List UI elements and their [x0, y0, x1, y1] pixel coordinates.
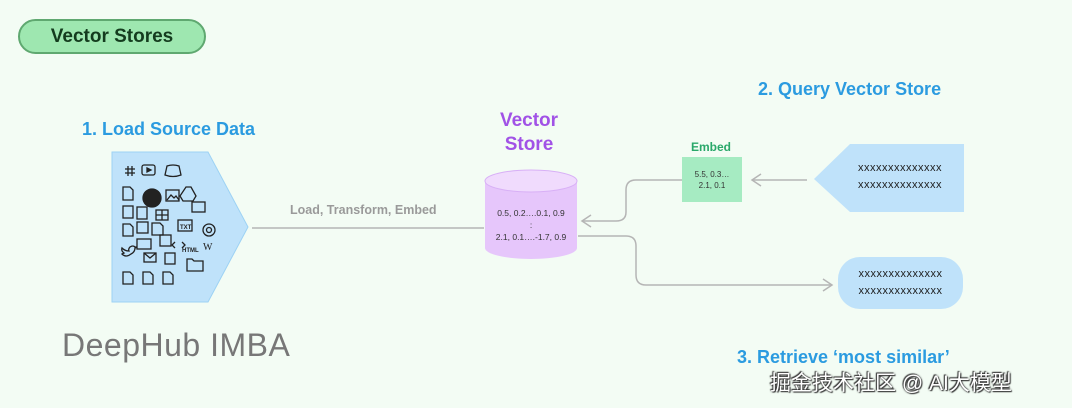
vector-row-1: 0.5, 0.2….0.1, 0.9	[497, 208, 565, 218]
list-icon	[122, 223, 134, 237]
step-load-title: 1. Load Source Data	[82, 119, 256, 139]
slack-icon	[125, 166, 135, 176]
file-icon	[122, 186, 134, 201]
wikipedia-label: W	[203, 242, 213, 253]
result-line-1: xxxxxxxxxxxxxx	[858, 268, 943, 280]
store-to-result-arrowhead	[822, 278, 834, 292]
file2-icon	[122, 271, 134, 285]
twitch-icon	[164, 252, 176, 265]
discord-icon	[164, 164, 182, 178]
vector-store-title: Vector Store	[469, 109, 589, 157]
vector-store-title-line2: Store	[504, 134, 554, 155]
vector-store-cylinder: 0.5, 0.2….0.1, 0.9 : 2.1, 0.1….-1.7, 0.9	[484, 169, 578, 259]
doc-icon	[136, 206, 148, 220]
github-icon	[142, 188, 162, 208]
footer-watermark: 掘金技术社区 @ AI大模型	[770, 372, 1012, 395]
vector-stores-badge: Vector Stores	[18, 19, 206, 54]
vector-row-2: 2.1, 0.1….-1.7, 0.9	[496, 232, 567, 242]
doc2-icon	[151, 222, 164, 236]
grid-icon	[155, 209, 169, 221]
embed-to-store-arrowhead	[580, 214, 592, 228]
youtube-icon	[141, 164, 156, 176]
query-box-shape	[814, 144, 964, 212]
deephub-watermark: DeepHub IMBA	[62, 327, 291, 363]
txt-icon	[177, 219, 193, 232]
vector-row-ellipsis: :	[530, 220, 532, 230]
txt-label: TXT	[180, 225, 192, 231]
csv-icon	[191, 201, 206, 213]
folder-icon	[186, 258, 204, 272]
chrome-icon	[202, 223, 216, 237]
step-query-title: 2. Query Vector Store	[758, 79, 942, 99]
query-line-1: xxxxxxxxxxxxxx	[858, 162, 942, 174]
embed-to-store-arrow	[582, 179, 682, 222]
embed-line-2: 2.1, 0.1	[698, 180, 726, 190]
file4-icon	[162, 271, 174, 285]
drive-icon	[179, 186, 197, 202]
pdf-icon	[122, 205, 134, 219]
query-line-2: xxxxxxxxxxxxxx	[858, 179, 942, 191]
html-label: HTML	[182, 248, 199, 254]
embed-line-1: 5.5, 0.3…	[694, 169, 730, 179]
result-box: xxxxxxxxxxxxxx xxxxxxxxxxxxxx	[838, 257, 963, 309]
xls-icon	[136, 221, 149, 234]
result-line-2: xxxxxxxxxxxxxx	[858, 285, 943, 297]
markdown-icon	[136, 238, 152, 250]
mail-icon	[143, 252, 157, 263]
image-icon	[165, 189, 180, 202]
query-to-embed-arrowhead	[750, 173, 762, 187]
source-data-shape: TXT HTML W	[111, 151, 249, 303]
xml-icon	[171, 241, 186, 249]
notion-icon	[159, 234, 172, 247]
embed-box: 5.5, 0.3… 2.1, 0.1	[682, 157, 742, 202]
load-transform-embed-label: Load, Transform, Embed	[290, 203, 437, 217]
step-retrieve-title: 3. Retrieve ‘most similar’	[737, 347, 950, 367]
embed-label: Embed	[691, 140, 732, 154]
vector-store-title-line1: Vector	[499, 110, 559, 131]
file3-icon	[142, 271, 154, 285]
store-to-result-arrow	[578, 235, 832, 286]
query-text: xxxxxxxxxxxxxx xxxxxxxxxxxxxx	[852, 160, 948, 194]
twitter-icon	[120, 245, 138, 257]
